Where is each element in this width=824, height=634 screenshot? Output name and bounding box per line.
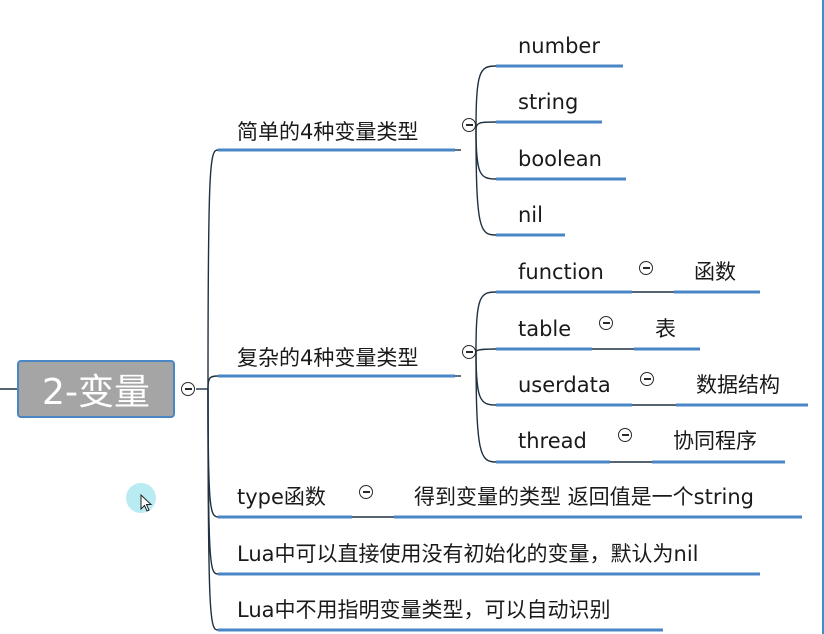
userdata-collapse-icon[interactable] <box>640 372 654 386</box>
root-label: 2-变量 <box>42 372 150 413</box>
branch-simple-collapse-icon[interactable] <box>462 118 476 132</box>
complex-child-thread[interactable]: thread <box>518 429 587 453</box>
branch-complex-label[interactable]: 复杂的4种变量类型 <box>237 346 419 370</box>
mouse-pointer-icon <box>140 494 153 512</box>
thread-note[interactable]: 协同程序 <box>673 429 757 453</box>
table-note[interactable]: 表 <box>655 317 676 341</box>
branch-type-func-label[interactable]: type函数 <box>237 485 326 509</box>
window-edge <box>822 0 824 634</box>
simple-child-string[interactable]: string <box>518 90 579 114</box>
branch-auto-label[interactable]: Lua中不用指明变量类型，可以自动识别 <box>237 598 611 622</box>
branch-complex-collapse-icon[interactable] <box>462 345 476 359</box>
function-note[interactable]: 函数 <box>694 260 736 284</box>
complex-child-function[interactable]: function <box>518 260 604 284</box>
simple-child-number[interactable]: number <box>518 34 600 58</box>
table-collapse-icon[interactable] <box>599 316 613 330</box>
branch-uninit-label[interactable]: Lua中可以直接使用没有初始化的变量，默认为nil <box>237 542 699 566</box>
complex-child-userdata[interactable]: userdata <box>518 373 611 397</box>
root-collapse-icon[interactable] <box>181 382 195 396</box>
function-collapse-icon[interactable] <box>639 261 653 275</box>
simple-child-nil[interactable]: nil <box>518 203 543 227</box>
root-node[interactable]: 2-变量 <box>17 360 175 418</box>
branch-simple-label[interactable]: 简单的4种变量类型 <box>237 120 419 144</box>
type-func-collapse-icon[interactable] <box>359 485 373 499</box>
userdata-note[interactable]: 数据结构 <box>696 373 780 397</box>
complex-child-table[interactable]: table <box>518 317 572 341</box>
type-func-note[interactable]: 得到变量的类型 返回值是一个string <box>414 485 754 509</box>
simple-child-boolean[interactable]: boolean <box>518 147 602 171</box>
thread-collapse-icon[interactable] <box>618 428 632 442</box>
